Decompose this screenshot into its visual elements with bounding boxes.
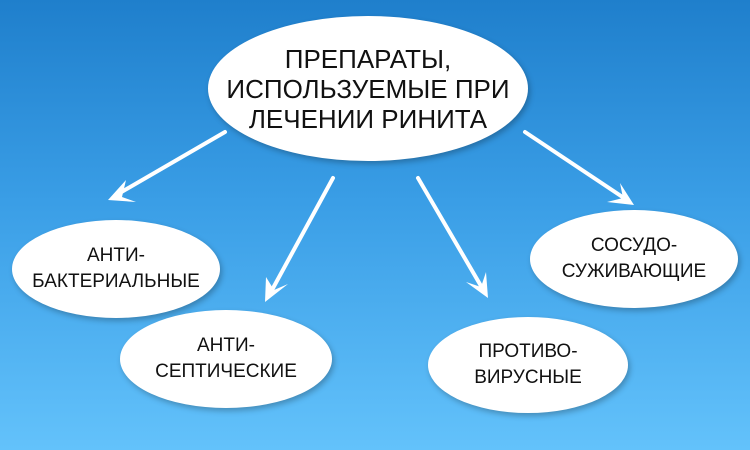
center-line-3: ЛЕЧЕНИИ РИНИТА <box>248 103 488 134</box>
arrowhead-antiviral <box>466 272 488 298</box>
arrowhead-antibacterial <box>108 180 136 202</box>
antibacterial-node: АНТИ- БАКТЕРИАЛЬНЫЕ <box>12 220 220 318</box>
antibacterial-line-1: АНТИ- <box>87 245 145 266</box>
antiseptic-line-2: СЕПТИЧЕСКИЕ <box>155 361 297 382</box>
antiviral-node: ПРОТИВО- ВИРУСНЫЕ <box>428 317 628 413</box>
vasoconstrictor-line-1: СОСУДО- <box>590 235 678 256</box>
vasoconstrictor-node: СОСУДО- СУЖИВАЮЩИЕ <box>530 210 738 308</box>
center-node: ПРЕПАРАТЫ, ИСПОЛЬЗУЕМЫЕ ПРИ ЛЕЧЕНИИ РИНИ… <box>208 16 528 161</box>
arrow-to-antibacterial <box>116 130 227 196</box>
antiseptic-line-1: АНТИ- <box>197 335 255 356</box>
center-line-2: ИСПОЛЬЗУЕМЫЕ ПРИ <box>226 73 510 104</box>
antiviral-line-1: ПРОТИВО- <box>478 341 578 362</box>
arrowhead-vasoconstrictor <box>607 183 634 205</box>
arrow-to-antiseptic <box>270 176 335 292</box>
arrow-to-vasoconstrictor <box>523 130 626 200</box>
antiviral-line-2: ВИРУСНЫЕ <box>474 367 582 388</box>
arrow-to-antiviral <box>416 176 483 288</box>
arrowhead-antiseptic <box>265 277 288 302</box>
antibacterial-line-2: БАКТЕРИАЛЬНЫЕ <box>32 271 200 292</box>
antiseptic-node: АНТИ- СЕПТИЧЕСКИЕ <box>120 310 332 408</box>
center-line-1: ПРЕПАРАТЫ, <box>284 43 452 74</box>
vasoconstrictor-line-2: СУЖИВАЮЩИЕ <box>561 261 707 282</box>
